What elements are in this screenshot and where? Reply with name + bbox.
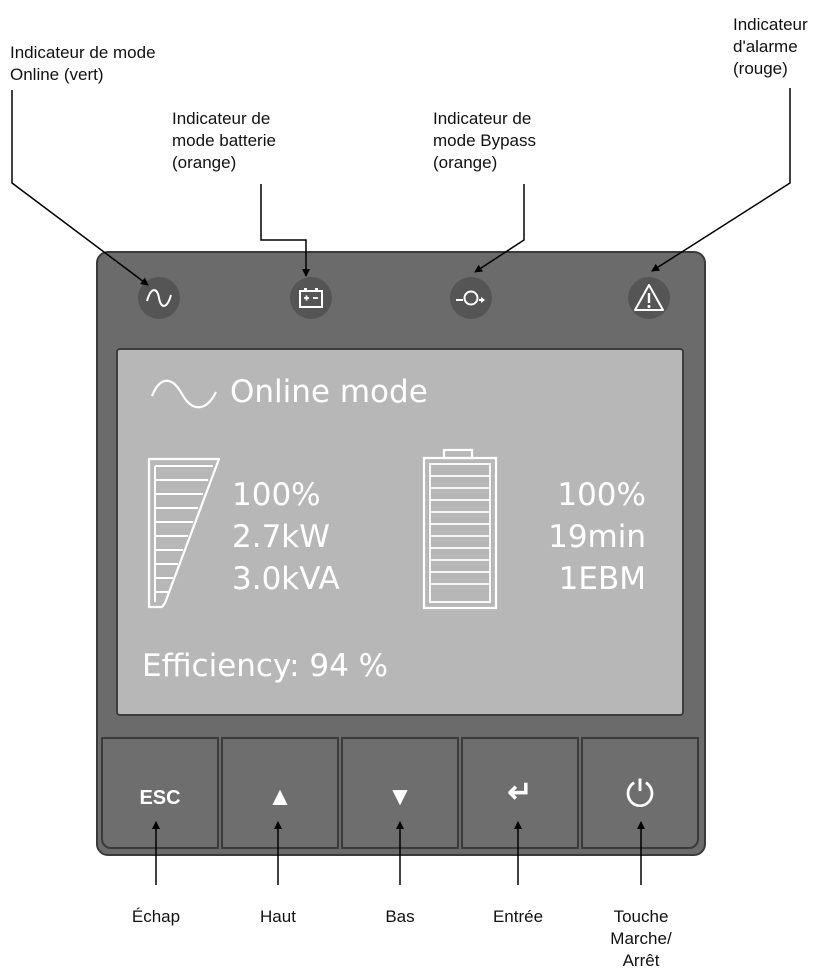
power-icon: ⏻ bbox=[625, 773, 655, 814]
mode-title: Online mode bbox=[230, 374, 428, 410]
load-bar-graph-icon bbox=[147, 457, 221, 609]
enter-label: Entrée bbox=[492, 907, 544, 926]
down-arrow-icon: ▼ bbox=[387, 781, 413, 811]
efficiency-readout: Efficiency: 94 % bbox=[142, 648, 389, 684]
battery-indicator-callout: Indicateur de mode batterie (orange) bbox=[172, 109, 276, 172]
down-button[interactable]: ▼ bbox=[341, 737, 459, 849]
online-indicator-callout: Indicateur de mode Online (vert) bbox=[10, 43, 156, 84]
warning-icon bbox=[634, 284, 664, 311]
esc-button-label: ESC bbox=[139, 787, 181, 809]
alarm-indicator bbox=[628, 277, 670, 319]
power-label: Touche Marche/ Arrêt bbox=[610, 907, 672, 970]
load-kw: 2.7kW bbox=[232, 519, 330, 555]
bypass-indicator-callout: Indicateur de mode Bypass (orange) bbox=[433, 109, 536, 172]
ebm-count: 1EBM bbox=[558, 561, 646, 597]
load-kva: 3.0kVA bbox=[232, 561, 340, 597]
bypass-mode-indicator bbox=[450, 277, 492, 319]
online-mode-indicator bbox=[138, 277, 180, 319]
alarm-leader-line bbox=[651, 88, 791, 272]
esc-label: Échap bbox=[131, 907, 181, 926]
enter-arrow-icon: ↵ bbox=[507, 776, 533, 809]
up-button[interactable]: ▲ bbox=[221, 737, 339, 849]
enter-button[interactable]: ↵ bbox=[461, 737, 579, 849]
bypass-icon bbox=[456, 290, 485, 306]
battery-icon bbox=[299, 288, 323, 308]
battery-percent: 100% bbox=[557, 477, 646, 513]
up-label: Haut bbox=[260, 907, 296, 926]
battery-level-icon bbox=[422, 448, 498, 610]
esc-button[interactable]: ESC bbox=[101, 737, 219, 849]
up-arrow-icon: ▲ bbox=[267, 781, 293, 811]
sine-wave-icon bbox=[150, 379, 217, 409]
lcd-screen: Online mode 100% 2.7kW 3.0kVA bbox=[116, 348, 684, 716]
battery-mode-indicator bbox=[290, 277, 332, 319]
down-label: Bas bbox=[385, 907, 415, 926]
alarm-indicator-callout: Indicateur d'alarme (rouge) bbox=[733, 15, 808, 78]
sine-wave-icon bbox=[146, 289, 172, 307]
runtime: 19min bbox=[548, 519, 646, 555]
power-button[interactable]: ⏻ bbox=[581, 737, 699, 849]
load-percent: 100% bbox=[232, 477, 321, 513]
